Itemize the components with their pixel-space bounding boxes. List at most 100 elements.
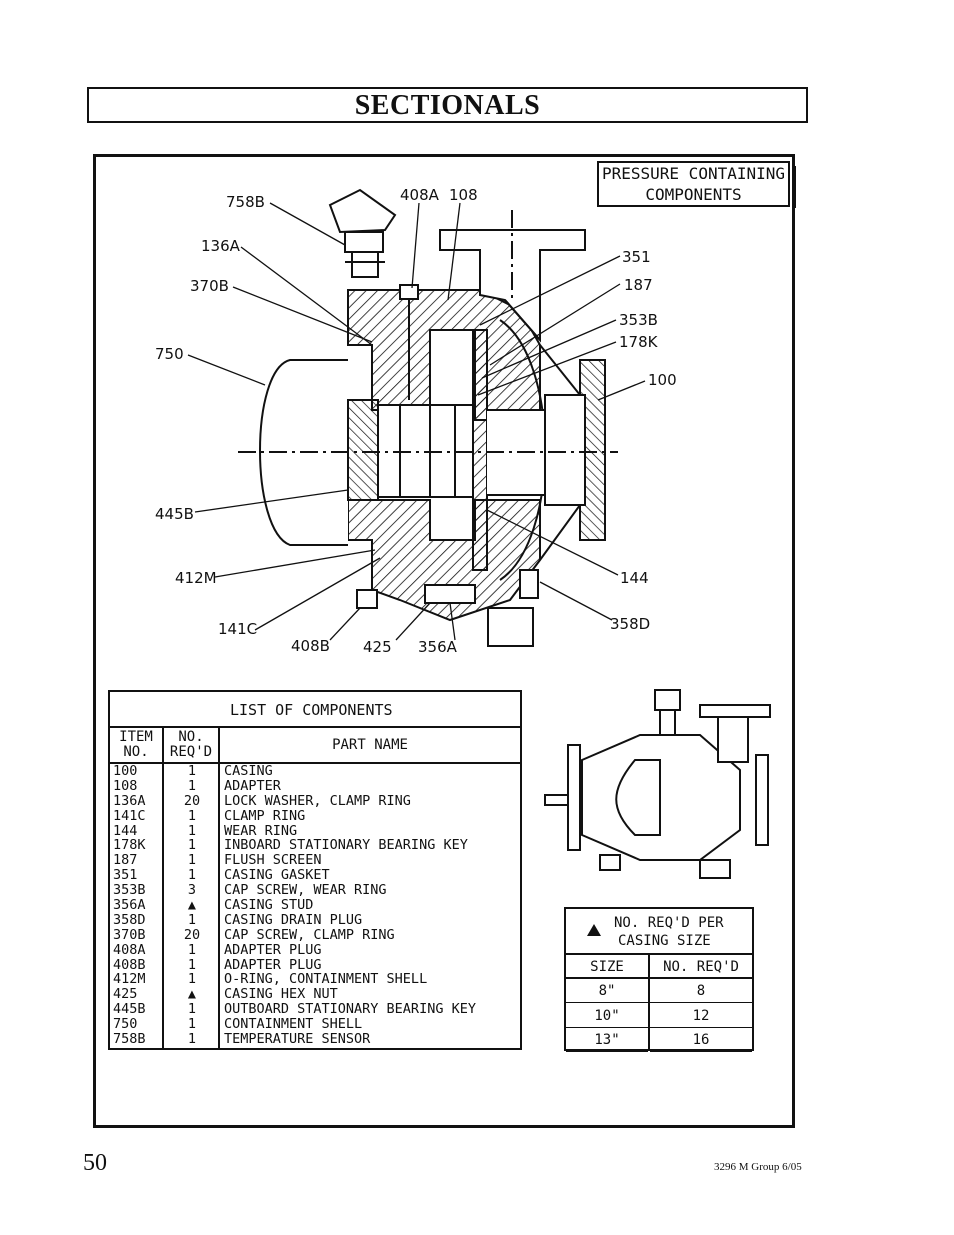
row-part-name: OUTBOARD STATIONARY BEARING KEY	[224, 1001, 476, 1018]
row-item: 370B	[113, 926, 146, 943]
row-item: 100	[113, 763, 138, 779]
row-item: 178K	[113, 837, 146, 854]
col-item-line2: NO.	[123, 744, 149, 760]
table-row: 358D 1 CASING DRAIN PLUG	[110, 913, 520, 928]
components-heading: LIST OF COMPONENTS	[110, 692, 520, 728]
row-qty: 1	[187, 852, 197, 869]
components-table: LIST OF COMPONENTS ITEM NO. NO. REQ'D PA…	[108, 690, 522, 1050]
col-req-header: NO. REQ'D	[164, 728, 218, 764]
row-part-name: O-RING, CONTAINMENT SHELL	[224, 971, 428, 988]
callout-136a: 136A	[201, 237, 240, 255]
table-row: 356A▲CASING STUD	[110, 898, 520, 913]
size-cell: 13"	[566, 1028, 648, 1052]
callout-100: 100	[648, 371, 677, 389]
row-qty: ▲	[187, 986, 197, 1003]
callout-750: 750	[155, 345, 184, 363]
row-qty: 1	[187, 1001, 197, 1018]
row-qty: 1	[187, 807, 197, 824]
row-part-name: WEAR RING	[224, 822, 298, 839]
row-part-name: CAP SCREW, WEAR RING	[224, 882, 387, 899]
row-item: 408B	[113, 956, 146, 973]
callout-358d: 358D	[610, 615, 651, 633]
row-item: 141C	[113, 807, 146, 824]
row-qty: 1	[187, 1031, 197, 1048]
row-item: 412M	[113, 971, 146, 988]
callout-425: 425	[363, 638, 392, 656]
row-part-name: LOCK WASHER, CLAMP RING	[224, 792, 411, 809]
row-qty: 20	[183, 926, 201, 943]
row-part-name: CASING HEX NUT	[224, 986, 338, 1003]
page-title-box: SECTIONALS	[87, 87, 808, 123]
callout-370b: 370B	[190, 277, 229, 295]
row-qty: 1	[187, 1016, 197, 1033]
table-row: 144 1 WEAR RING	[110, 822, 520, 839]
row-part-name: CLAMP RING	[224, 807, 306, 824]
size-cell: 10"	[566, 1004, 648, 1028]
row-qty: 1	[187, 911, 197, 928]
row-item: 136A	[113, 792, 146, 809]
page-number: 50	[83, 1150, 107, 1176]
callout-144: 144	[620, 569, 649, 587]
row-item: 108	[113, 777, 138, 794]
row-part-name: CASING DRAIN PLUG	[224, 911, 363, 928]
row-part-name: TEMPERATURE SENSOR	[224, 1031, 371, 1048]
drawing-frame	[93, 154, 795, 1128]
row-item: 445B	[113, 1001, 146, 1018]
table-row: 408B 1 ADAPTER PLUG	[110, 956, 520, 973]
table-row: 141C 1 CLAMP RING	[110, 807, 520, 824]
pressure-box-line1: PRESSURE CONTAINING	[601, 164, 786, 183]
size-note-line2: CASING SIZE	[618, 933, 711, 949]
col-item-header: ITEM NO.	[110, 728, 162, 764]
req-cell: 16	[650, 1028, 752, 1052]
req-cell: 8	[650, 979, 752, 1003]
row-part-name: ADAPTER PLUG	[224, 956, 322, 973]
row-item: 187	[113, 852, 138, 869]
callout-178k: 178K	[619, 333, 658, 351]
size-col-divider	[648, 955, 650, 1049]
row-item: 408A	[113, 941, 146, 958]
row-qty: 1	[187, 971, 197, 988]
callout-412m: 412M	[175, 569, 217, 587]
row-qty: 1	[187, 941, 197, 958]
col-req-line1: NO.	[178, 729, 204, 745]
row-part-name: ADAPTER	[224, 777, 281, 794]
triangle-icon	[587, 924, 601, 936]
col-divider	[218, 728, 220, 1048]
col-name-header: PART NAME	[220, 728, 520, 764]
callout-445b: 445B	[155, 505, 194, 523]
col-divider	[162, 728, 164, 1048]
table-row: 412M 1 O-RING, CONTAINMENT SHELL	[110, 972, 520, 987]
row-part-name: CASING	[224, 763, 273, 779]
row-item: 358D	[113, 911, 146, 928]
callout-108: 108	[449, 186, 478, 204]
callout-353b: 353B	[619, 311, 658, 329]
callout-187: 187	[624, 276, 653, 294]
row-qty: 20	[183, 792, 201, 809]
req-cell: 12	[650, 1004, 752, 1028]
row-item: 750	[113, 1016, 138, 1033]
table-row: 445B 1 OUTBOARD STATIONARY BEARING KEY	[110, 1002, 520, 1017]
callout-758b: 758B	[226, 193, 265, 211]
table-row: 136A 20 LOCK WASHER, CLAMP RING	[110, 792, 520, 809]
row-part-name: CASING GASKET	[224, 867, 330, 884]
row-qty: 1	[187, 822, 197, 839]
table-row: 425▲CASING HEX NUT	[110, 987, 520, 1002]
size-col-header: SIZE	[566, 955, 648, 979]
row-item: 144	[113, 822, 138, 839]
col-req-line2: REQ'D	[169, 744, 213, 760]
callout-356a: 356A	[418, 638, 457, 656]
row-qty: 1	[187, 956, 197, 973]
casing-size-table: NO. REQ'D PER CASING SIZE SIZE NO. REQ'D…	[564, 907, 754, 1052]
